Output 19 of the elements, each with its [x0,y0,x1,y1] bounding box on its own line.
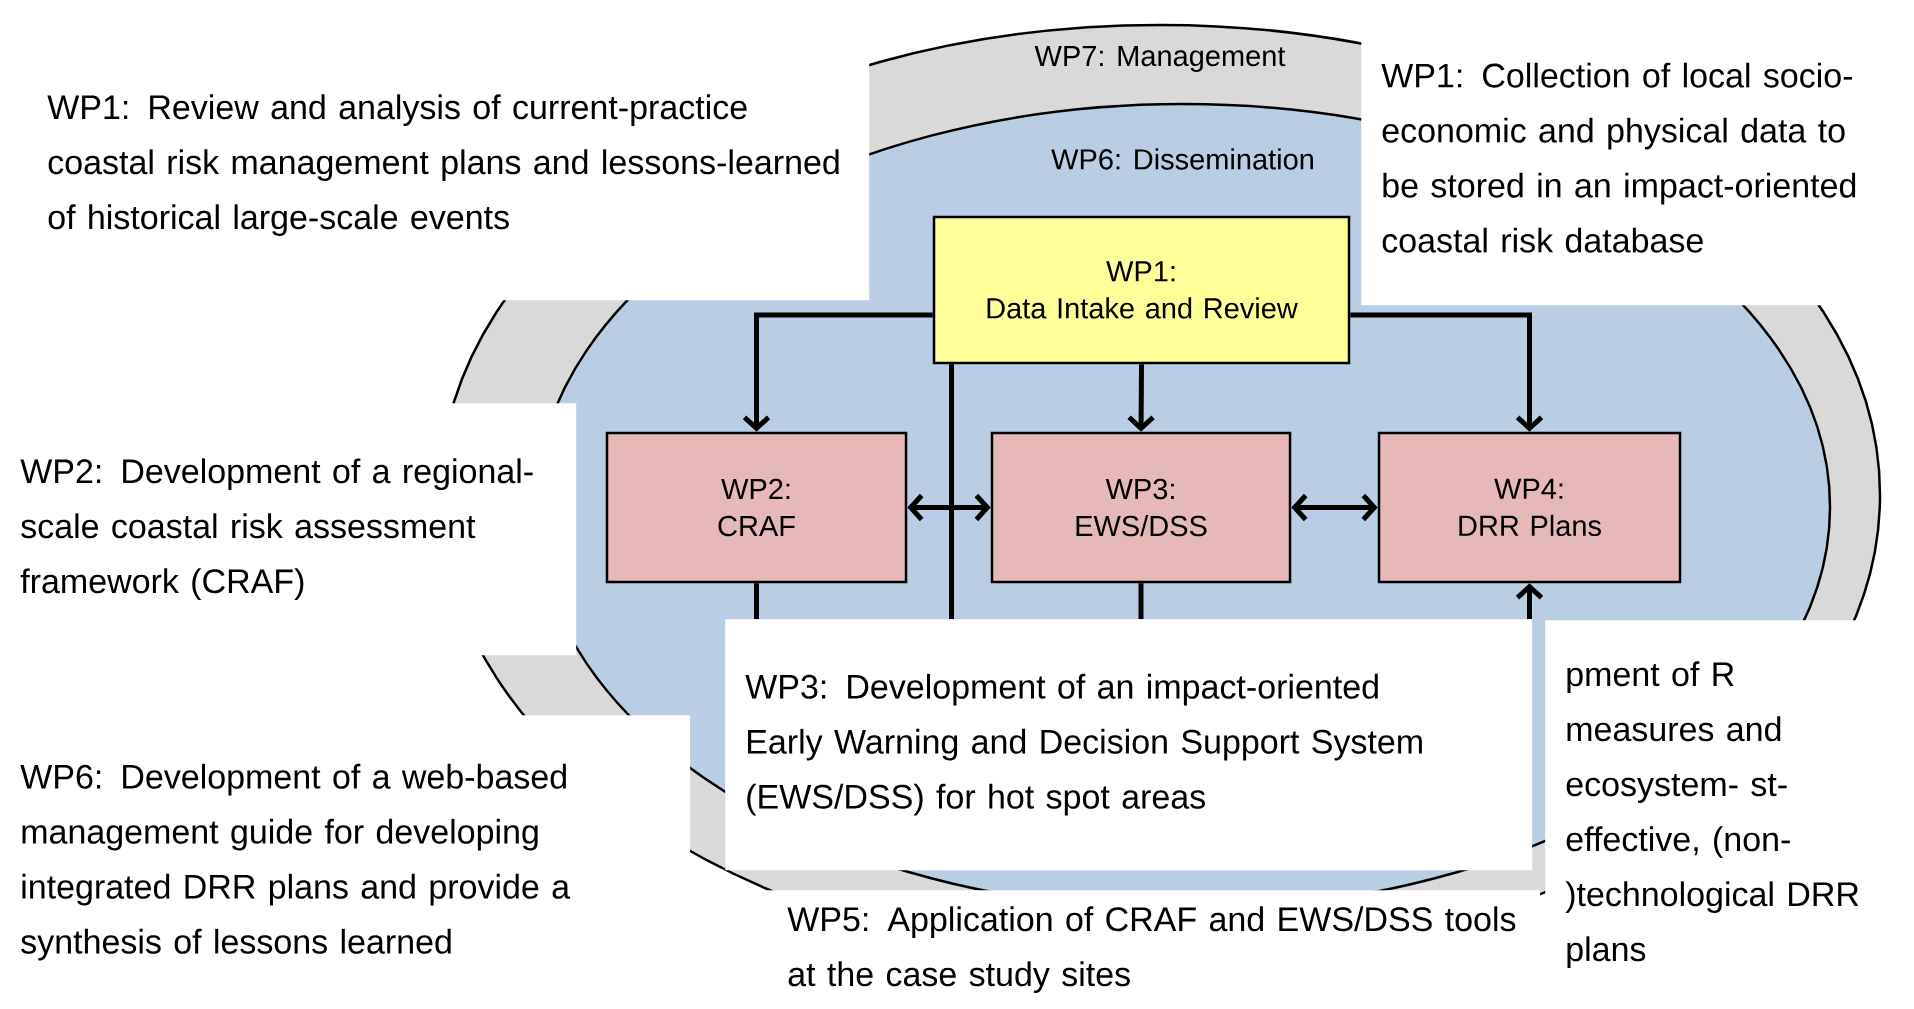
connector-line [949,364,954,619]
arrow [1350,312,1544,432]
process-box: WP3: EWS/DSS [990,431,1292,584]
callout-box: WP1: Review and analysis of current-practice coastal risk management plans and lessons-learned of historical large-scale events [27,30,870,301]
arrow [1515,583,1544,619]
process-box: WP2: CRAF [605,431,908,584]
callout-box: pment of R measures and ecosystem- st-effective, (non-)technological DRR plans [1545,620,1914,1009]
process-box: WP4: DRR Plans [1377,431,1682,584]
callout-box: WP5: Application of CRAF and EWS/DSS tools at the case study sites [767,890,1541,1009]
arrow [742,312,933,432]
callout-box: WP2: Development of a regional-scale coastal risk assessment framework (CRAF) [0,403,577,656]
process-box: WP1: Data Intake and Review [932,215,1351,365]
arrow [1291,493,1378,522]
arrow [907,493,991,522]
arrow [1127,364,1155,432]
callout-box: WP6: Development of a web-based management guide for developing integrated DRR plans and provide a synthesis of lessons learned [0,715,691,1009]
callout-box: WP1: Collection of local socio-economic and physical data to be stored in an impact-oriented coastal risk database [1361,10,1914,306]
connector-line [754,583,759,619]
connector-line [1138,583,1144,619]
